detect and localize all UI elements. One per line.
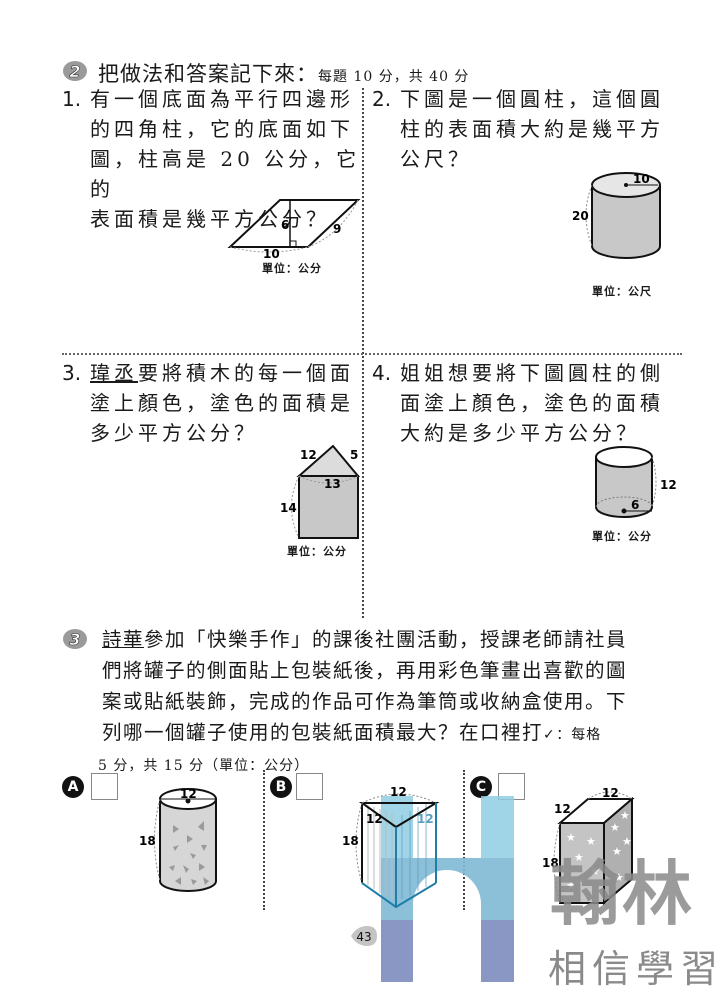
- question-1: 1. 有一個底面為平行四邊形 的四角柱，它的底面如下 圖，柱高是 20 公分，它…: [62, 84, 362, 234]
- height-label: 18: [342, 834, 359, 848]
- question-1-line: 的四角柱，它的底面如下: [90, 117, 354, 141]
- question-3-line: 多少平方公分？: [90, 421, 258, 445]
- svg-text:★: ★: [610, 821, 620, 834]
- question-4-line: 面塗上顏色，塗色的面積: [400, 391, 664, 415]
- diameter-label: 12: [180, 787, 197, 801]
- svg-text:★: ★: [622, 835, 632, 848]
- side1-label: 12: [366, 812, 383, 826]
- parallelogram-figure: 6 9 10: [227, 199, 361, 260]
- check-mark-icon: ✓: [543, 727, 557, 743]
- score-text: ：每格: [556, 727, 602, 743]
- side-label: 9: [333, 222, 341, 236]
- svg-text:★: ★: [566, 831, 576, 844]
- option-divider: [463, 770, 465, 910]
- question-1-line: 表面積是幾平方公分？: [90, 207, 330, 231]
- option-b-checkbox[interactable]: [296, 773, 323, 800]
- question-line: 列哪一個罐子使用的包裝紙面積最大？在口裡打: [102, 721, 544, 744]
- depth-label: 12: [554, 802, 571, 816]
- question-3: 3. 瑋丞要將積木的每一個面 塗上顏色，塗色的面積是 多少平方公分？: [62, 358, 362, 448]
- section-3-question: 詩華參加「快樂手作」的課後社團活動，授課老師請社員 們將罐子的側面貼上包裝紙後，…: [98, 624, 672, 782]
- question-4-line: 大約是多少平方公分？: [400, 421, 640, 445]
- watermark-brand: 翰林: [550, 853, 694, 935]
- section-3-number: 3: [69, 630, 80, 649]
- height-label: 20: [572, 209, 589, 223]
- question-4-number: 4.: [372, 361, 392, 385]
- question-3-line: 塗上顏色，塗色的面積是: [90, 391, 354, 415]
- height-label: 12: [660, 478, 677, 492]
- question-3-line: 要將積木的每一個面: [138, 361, 354, 385]
- section-2-score: 每題 10 分，共 40 分: [318, 69, 470, 85]
- top-label: 12: [390, 785, 407, 799]
- radius-label: 6: [631, 498, 639, 512]
- leg-b-label: 5: [350, 448, 358, 462]
- unit-label-q1: 單位：公分: [262, 262, 322, 275]
- svg-text:★: ★: [612, 845, 622, 858]
- section-3-badge-icon: 3: [63, 629, 87, 649]
- right-angle-mark: [290, 240, 297, 247]
- question-2-line: 公尺？: [400, 147, 472, 171]
- height-label: 6: [281, 218, 289, 232]
- leg-a-label: 12: [300, 448, 317, 462]
- side-dimension-arc: [307, 199, 359, 248]
- radius-label: 10: [633, 172, 650, 186]
- page-number-badge: 43: [351, 926, 377, 946]
- base-label: 10: [263, 247, 280, 260]
- svg-text:★: ★: [620, 809, 630, 822]
- svg-text:★: ★: [574, 851, 584, 864]
- unit-label-q2: 單位：公尺: [592, 285, 652, 298]
- svg-text:★: ★: [614, 871, 624, 884]
- student-name: 詩華: [102, 628, 145, 651]
- question-2-line: 下圖是一個圓柱，這個圓: [400, 87, 664, 111]
- question-line: 案或貼紙裝飾，完成的作品可作為筆筒或收納盒使用。下: [102, 690, 628, 713]
- horizontal-divider: [62, 353, 682, 355]
- cylinder-body: [591, 185, 661, 259]
- svg-text:★: ★: [590, 865, 600, 878]
- student-name: 瑋丞: [90, 361, 138, 385]
- unit-label-q4: 單位：公分: [592, 530, 652, 543]
- top-label: 12: [602, 786, 619, 800]
- question-2-line: 柱的表面積大約是幾平方: [400, 117, 664, 141]
- height-label: 18: [139, 834, 156, 848]
- cylinder-figure-q2: 10 20: [572, 172, 661, 259]
- question-1-number: 1.: [62, 87, 82, 111]
- section-2-header: 把做法和答案記下來：每題 10 分，共 40 分: [98, 58, 469, 88]
- option-c-checkbox[interactable]: [498, 773, 525, 800]
- height-label: 14: [280, 501, 297, 515]
- question-line: 們將罐子的側面貼上包裝紙後，再用彩色筆畫出喜歡的圖: [102, 659, 628, 682]
- score-text: 5 分，共 15 分（單位：公分）: [98, 758, 310, 774]
- question-2: 2. 下圖是一個圓柱，這個圓 柱的表面積大約是幾平方 公尺？: [372, 84, 682, 174]
- question-1-line: 圖，柱高是 20 公分，它的: [90, 147, 361, 201]
- section-2-number: 2: [69, 62, 80, 81]
- unit-label-q3: 單位：公分: [287, 545, 347, 558]
- question-3-number: 3.: [62, 361, 82, 385]
- page-number: 43: [356, 930, 371, 944]
- option-b-prism: 12 12 12 18: [342, 785, 440, 909]
- question-line: 參加「快樂手作」的課後社團活動，授課老師請社員: [144, 628, 628, 651]
- watermark-slogan: 相信學習: [548, 947, 725, 991]
- question-4-line: 姐姐想要將下圖圓柱的側: [400, 361, 664, 385]
- option-b-badge: B: [270, 776, 292, 798]
- parallelogram-shape: [227, 199, 361, 248]
- option-a-checkbox[interactable]: [91, 773, 118, 800]
- option-c-cuboid: ★★★★★ ★★★★★ 12 12 18: [542, 786, 635, 906]
- section-2-title: 把做法和答案記下來：: [98, 62, 318, 86]
- side2-label: 12: [417, 812, 434, 826]
- svg-text:★: ★: [566, 879, 576, 892]
- question-4: 4. 姐姐想要將下圖圓柱的側 面塗上顏色，塗色的面積 大約是多少平方公分？: [372, 358, 682, 448]
- rectangle-face: [298, 475, 359, 539]
- svg-text:★: ★: [586, 835, 596, 848]
- option-divider: [263, 770, 265, 910]
- hypotenuse-label: 13: [324, 477, 341, 491]
- section-2-badge-icon: 2: [63, 61, 87, 81]
- cylinder-figure-q4: 12 6: [595, 446, 677, 518]
- pentagon-prism-figure: 12 5 13 14: [280, 444, 361, 539]
- option-a-cylinder: 12 18: [139, 787, 217, 892]
- option-c-badge: C: [470, 776, 492, 798]
- question-2-number: 2.: [372, 87, 392, 111]
- question-1-line: 有一個底面為平行四邊形: [90, 87, 354, 111]
- option-a-badge: A: [62, 776, 84, 798]
- height-label: 18: [542, 856, 559, 870]
